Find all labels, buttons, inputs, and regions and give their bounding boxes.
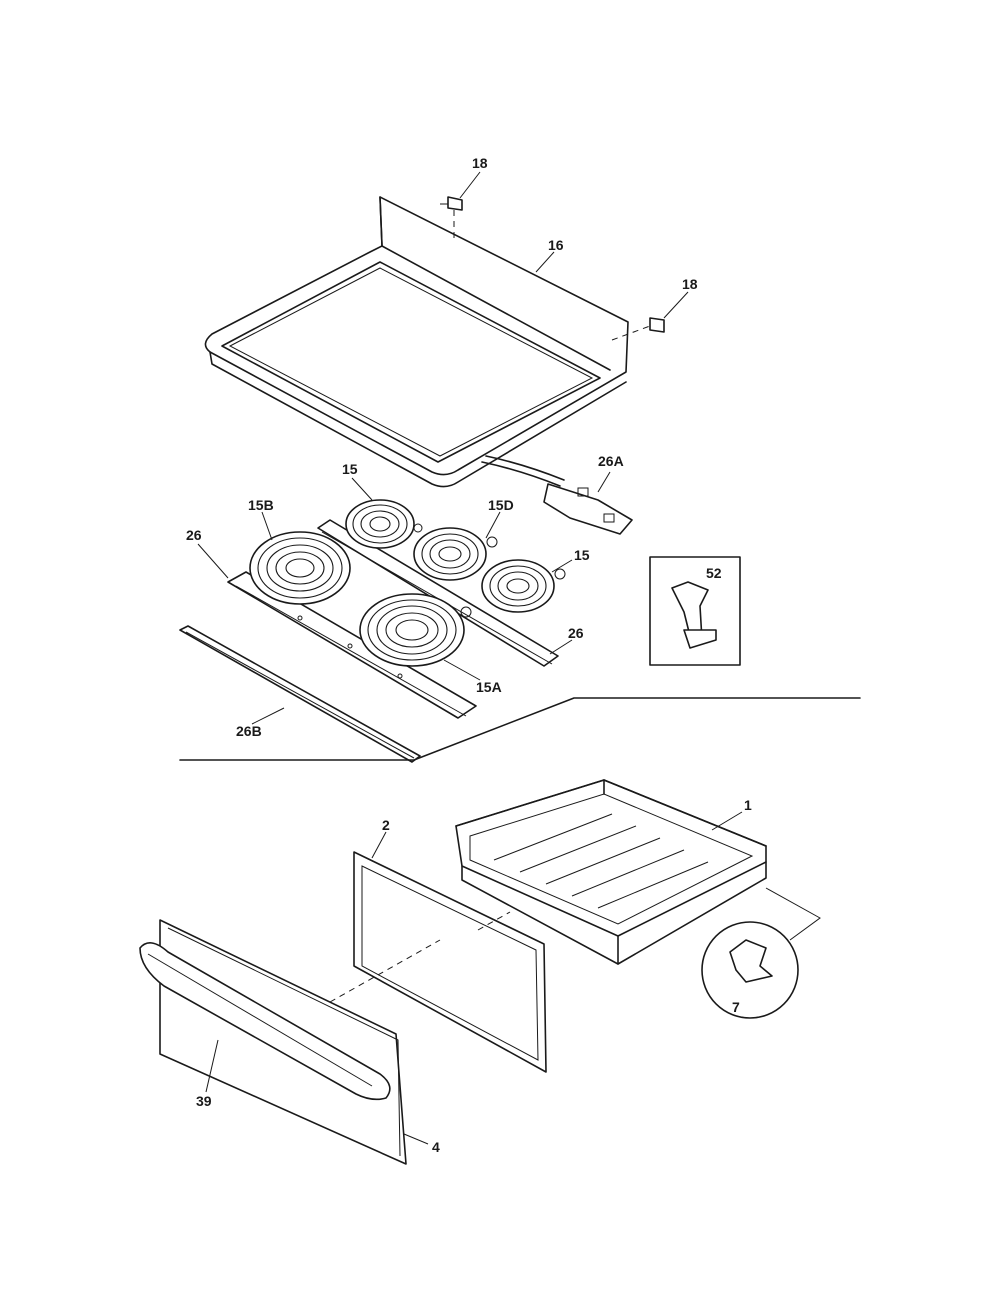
inset-box-part-52: [649, 556, 741, 666]
burner-bracket-part-26-left: [227, 571, 477, 719]
label-52: 52: [706, 565, 722, 581]
hinge-clip-part-18-right: [611, 317, 665, 341]
harness-part-26A: [481, 455, 633, 535]
label-26A: 26A: [598, 453, 624, 469]
label-18-right: 18: [682, 276, 698, 292]
label-4: 4: [432, 1139, 440, 1155]
hinge-clip-part-18-left: [440, 196, 463, 240]
cooktop-part-16: [204, 196, 629, 488]
label-7: 7: [732, 999, 740, 1015]
label-15-right: 15: [574, 547, 590, 563]
drawer-glass-part-2: [329, 851, 547, 1073]
label-1: 1: [744, 797, 752, 813]
burner-part-15-right: [481, 559, 566, 613]
label-15B: 15B: [248, 497, 274, 513]
burner-part-15-top: [345, 499, 423, 549]
callout-labels: 18 16 18 26A 15 15B 15D 26 15 52 26 15A …: [186, 155, 752, 1155]
label-16: 16: [548, 237, 564, 253]
label-18-left: 18: [472, 155, 488, 171]
burner-part-15A: [359, 593, 472, 667]
label-2: 2: [382, 817, 390, 833]
label-15D: 15D: [488, 497, 514, 513]
label-15-top: 15: [342, 461, 358, 477]
label-26-right: 26: [568, 625, 584, 641]
leader-lines: [197, 171, 743, 1145]
burner-part-15B: [249, 531, 351, 605]
trim-strip-part-26B: [179, 625, 421, 763]
section-separator-line: [179, 697, 861, 761]
inset-circle-part-7: [701, 887, 821, 1019]
label-39: 39: [196, 1093, 212, 1109]
drawer-handle-part-39: [139, 942, 391, 1101]
drawer-body-part-1: [455, 779, 767, 965]
label-15A: 15A: [476, 679, 502, 695]
label-26B: 26B: [236, 723, 262, 739]
label-26-left: 26: [186, 527, 202, 543]
burner-part-15D: [413, 527, 498, 581]
